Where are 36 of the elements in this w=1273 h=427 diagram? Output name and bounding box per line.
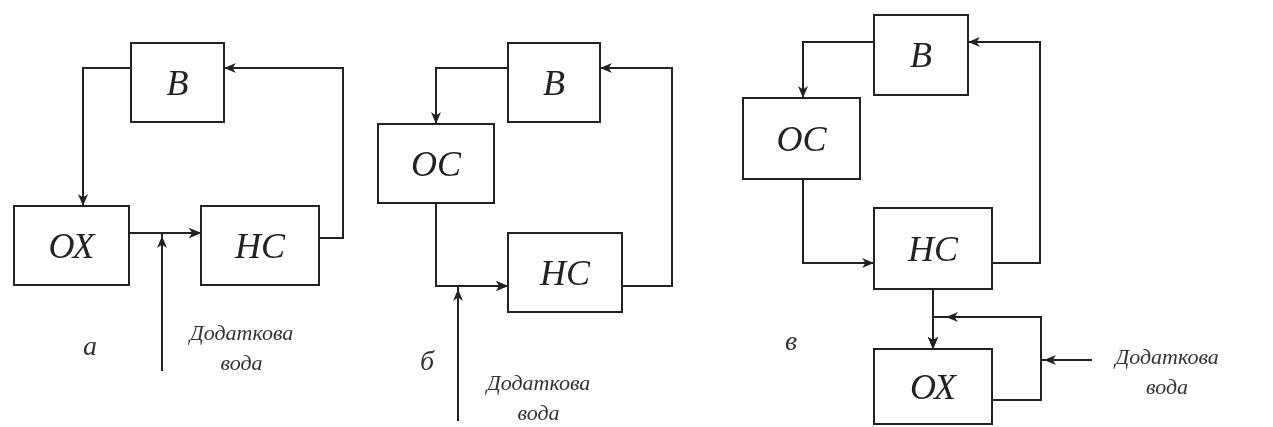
process-box <box>507 42 601 123</box>
process-box <box>377 123 495 204</box>
box-label: НС <box>540 251 590 294</box>
process-box <box>130 42 225 123</box>
arrow <box>224 63 344 239</box>
process-box <box>742 97 861 180</box>
box-label: В <box>166 61 189 104</box>
panel-letter: а <box>83 330 97 362</box>
arrow <box>453 281 508 421</box>
box-label: ОС <box>776 117 827 160</box>
arrow <box>600 63 673 287</box>
box-label: В <box>910 34 932 76</box>
arrow <box>157 228 201 371</box>
box-label: В <box>543 61 565 104</box>
arrow <box>802 179 874 268</box>
input-label: Додаткова вода <box>187 319 295 377</box>
arrow <box>968 37 1041 264</box>
input-label: Додаткова вода <box>484 369 592 427</box>
process-box <box>13 205 130 286</box>
arrow <box>798 41 874 98</box>
arrow <box>431 67 508 124</box>
panel-letter: б <box>420 345 435 377</box>
process-box <box>873 14 969 96</box>
process-box <box>873 207 993 290</box>
box-label: ОС <box>411 142 461 185</box>
panel-letter: в <box>785 325 798 357</box>
process-box <box>200 205 320 286</box>
box-label: ОХ <box>48 224 95 267</box>
input-label: Додаткова вода <box>1112 343 1220 401</box>
box-label: ОХ <box>909 365 957 408</box>
process-box <box>873 348 993 425</box>
arrow <box>928 316 1093 365</box>
process-box <box>507 232 623 313</box>
box-label: НС <box>235 224 285 267</box>
arrow <box>78 67 131 206</box>
box-label: НС <box>908 227 958 270</box>
